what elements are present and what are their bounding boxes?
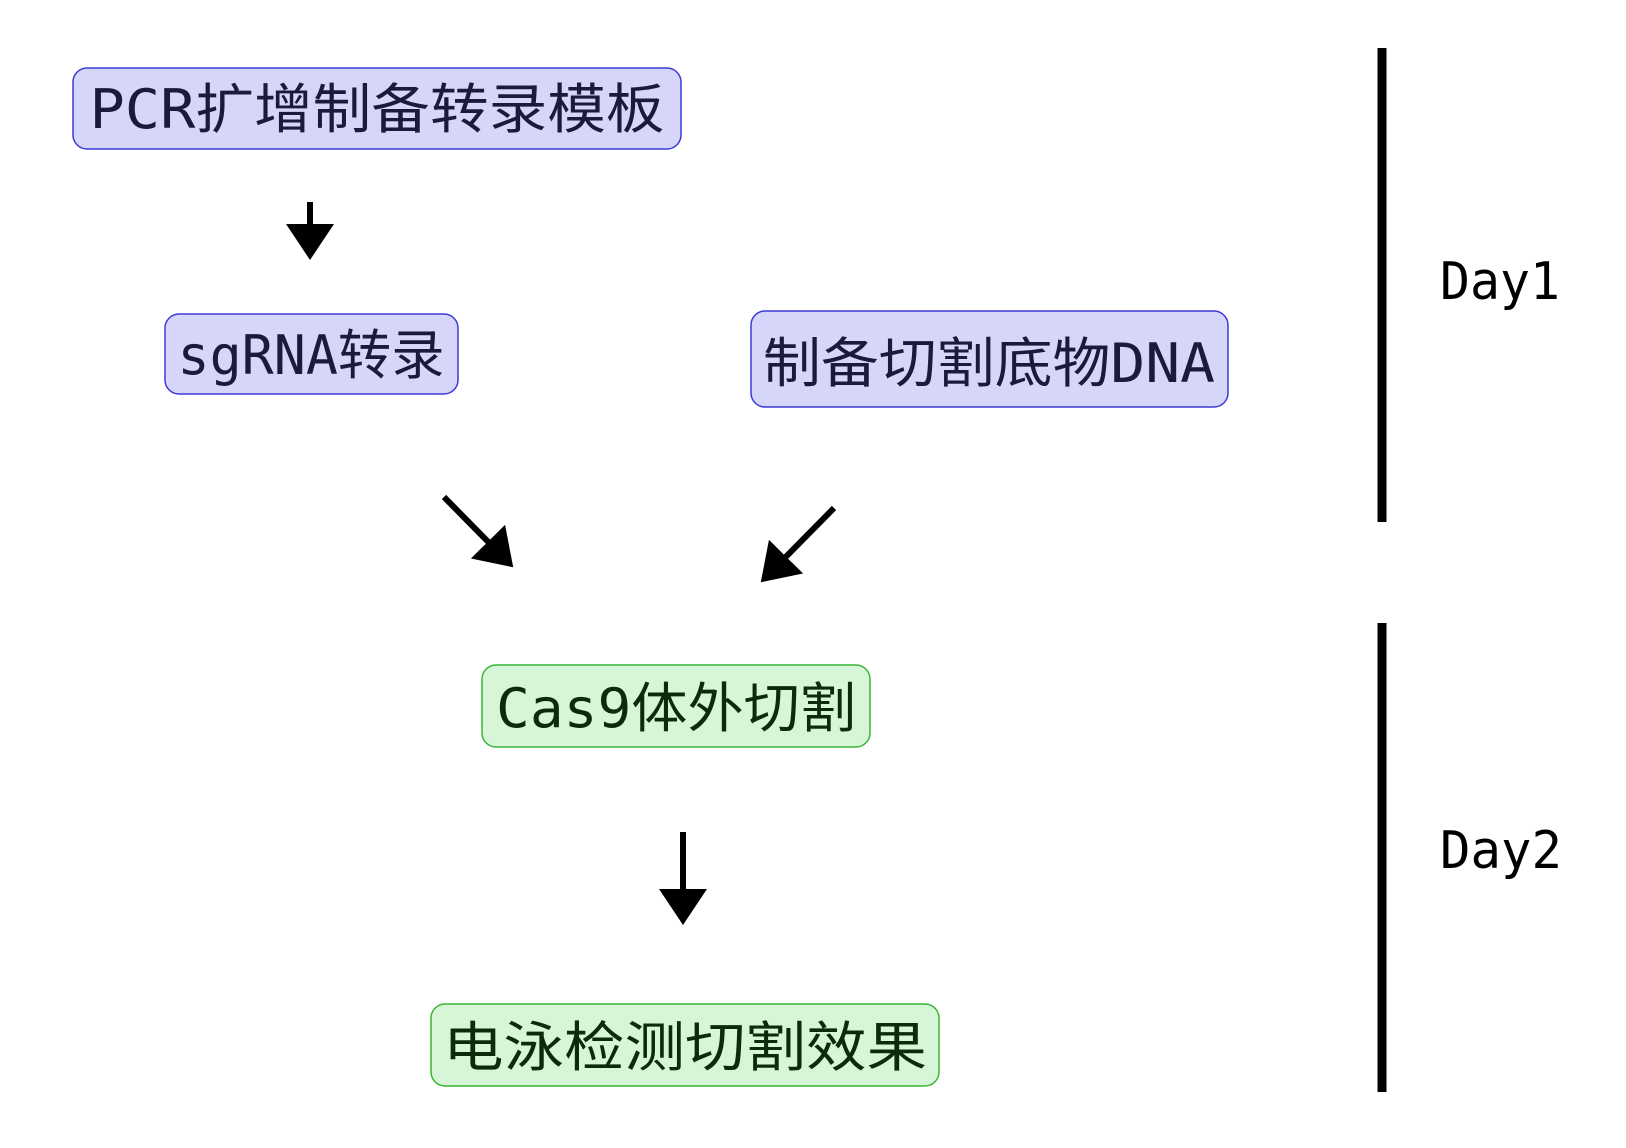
- step-gel-label: 电泳检测切割效果: [443, 1016, 927, 1079]
- arrow-sgrna-to-cas9: [441, 494, 514, 568]
- step-substrate-box: [750, 310, 1229, 408]
- step-cas9-box: [481, 664, 871, 748]
- step-gel-box: [430, 1003, 940, 1087]
- step-pcr-box: [72, 67, 682, 150]
- step-pcr-template: PCR扩增制备转录模板: [72, 67, 682, 150]
- step-sgrna-transcription: sgRNA转录: [164, 313, 459, 395]
- step-substrate-dna: 制备切割底物DNA: [750, 310, 1229, 408]
- day2-label: Day2: [1440, 821, 1562, 881]
- step-cas9-label: Cas9体外切割: [496, 677, 856, 740]
- step-substrate-label: 制备切割底物DNA: [763, 332, 1215, 395]
- arrow-substrate-to-cas9: [760, 505, 837, 583]
- step-gel-detection: 电泳检测切割效果: [430, 1003, 940, 1087]
- step-cas9-cleavage: Cas9体外切割: [481, 664, 871, 748]
- step-pcr-label: PCR扩增制备转录模板: [90, 78, 665, 141]
- step-sgrna-label: sgRNA转录: [178, 324, 445, 387]
- step-sgrna-box: [164, 313, 459, 395]
- day1-label: Day1: [1440, 252, 1560, 312]
